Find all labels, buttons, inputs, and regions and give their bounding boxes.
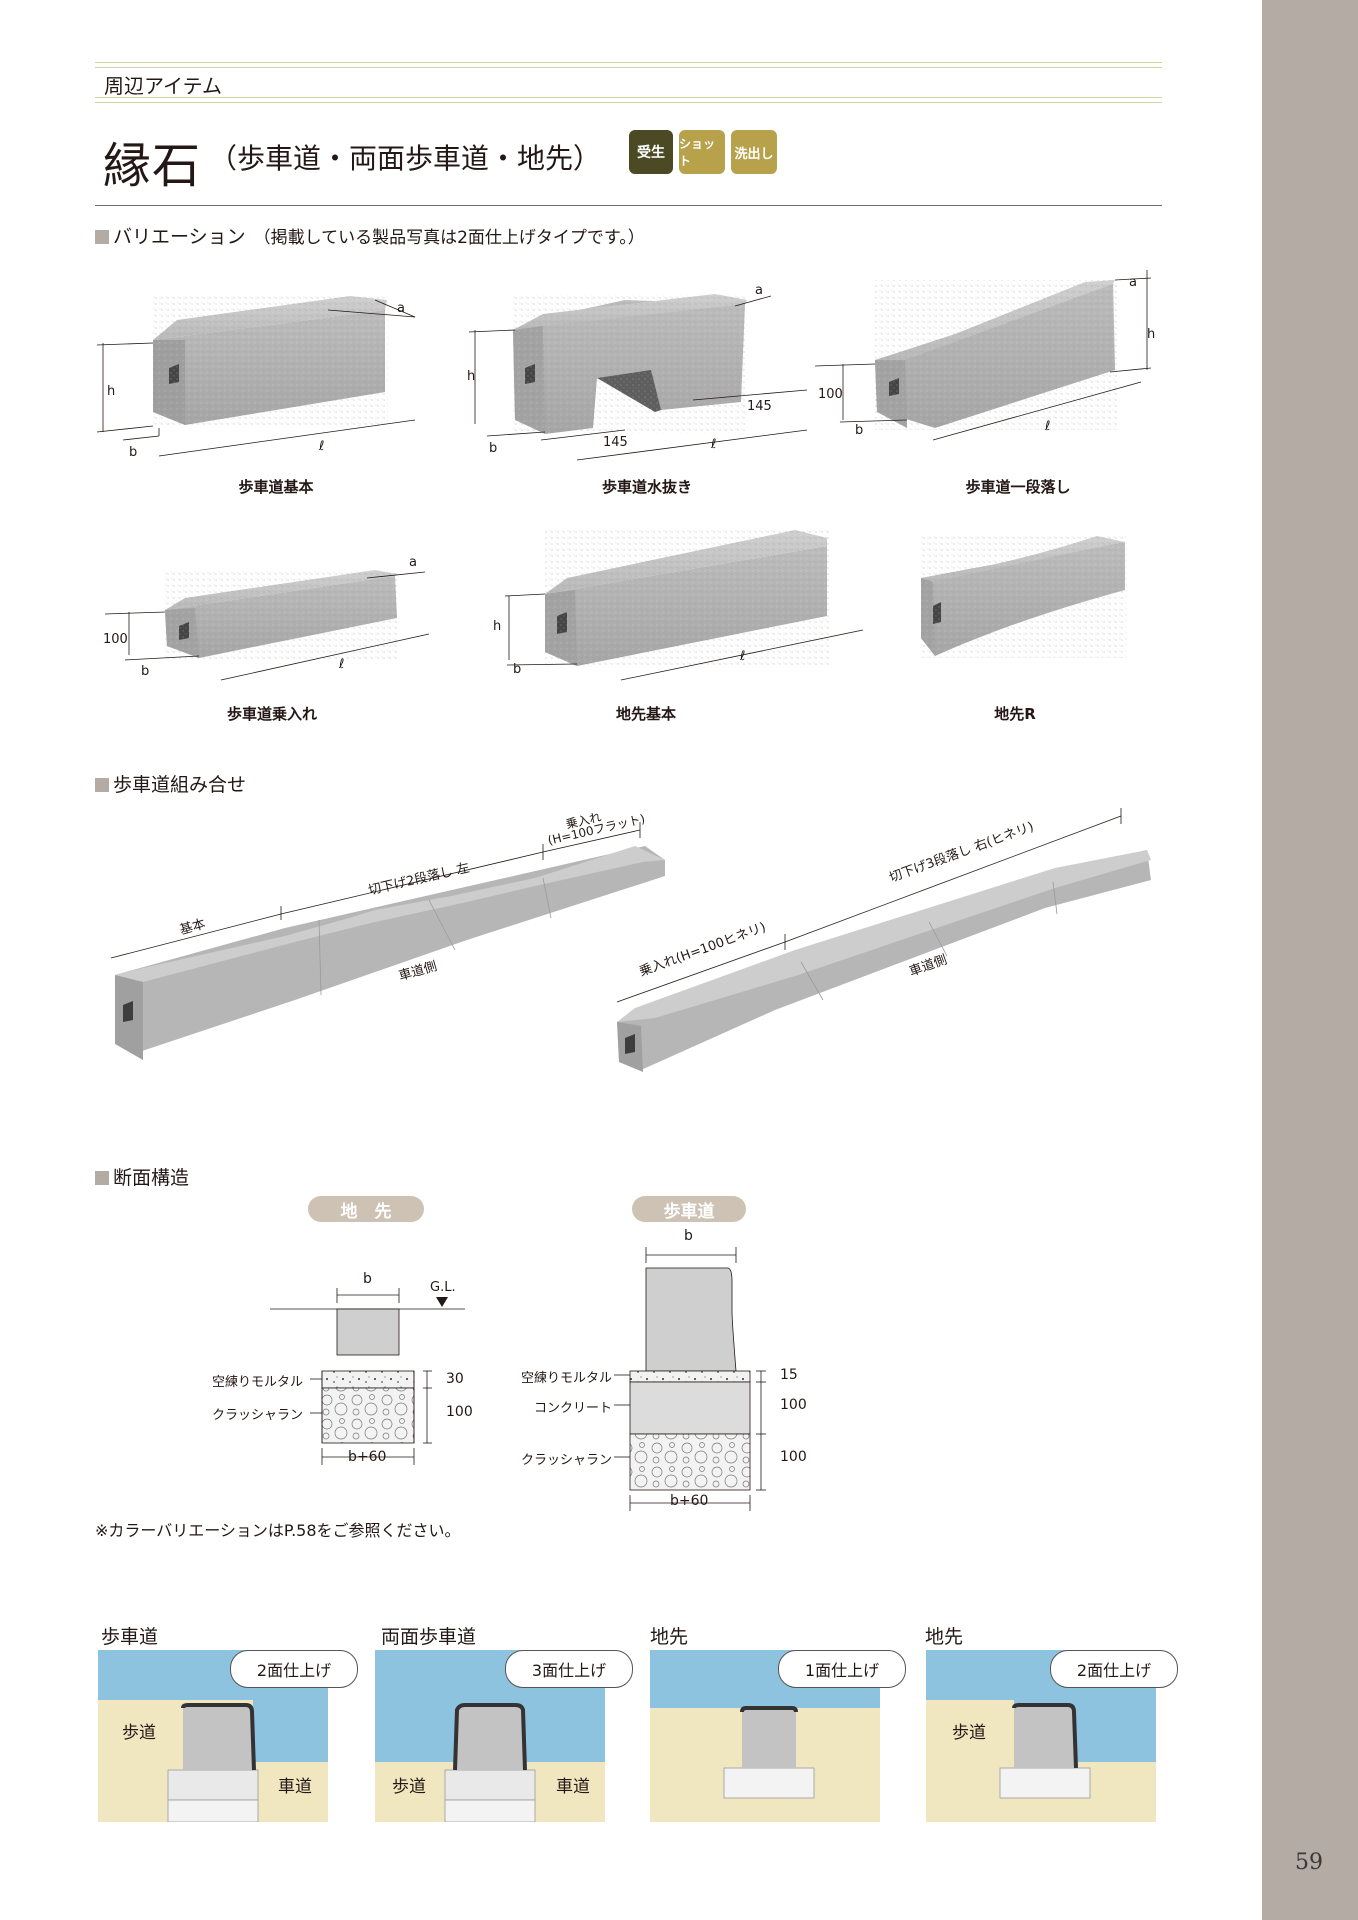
- svg-text:ℓ: ℓ: [710, 437, 716, 452]
- jisaki-gl-label: G.L.: [430, 1280, 456, 1295]
- cross-section-diagrams: [270, 1247, 766, 1511]
- section-marker: [95, 778, 109, 792]
- section-marker: [95, 230, 109, 244]
- bubble-3men: 3面仕上げ: [505, 1650, 633, 1688]
- panel-title-hoshado: 歩車道: [101, 1626, 159, 1648]
- svg-text:145: 145: [747, 399, 772, 414]
- hoshado-mortar-depth: 15: [780, 1367, 798, 1383]
- panel2-label-hodo: 歩道: [392, 1777, 426, 1797]
- caption-hoshado-noriire: 歩車道乗入れ: [226, 705, 317, 723]
- panel-ryomen: [375, 1650, 605, 1822]
- panel4-label-hodo: 歩道: [952, 1723, 986, 1743]
- jisaki-base-width: b+60: [348, 1449, 387, 1465]
- hoshado-crusher-label: クラッシャラン: [520, 1453, 612, 1468]
- hoshado-concrete-depth: 100: [780, 1397, 807, 1413]
- block-hoshado-mizunuki: h b 145 145 ℓ a: [467, 283, 808, 461]
- svg-text:ℓ: ℓ: [318, 439, 324, 454]
- hoshado-b-label: b: [684, 1228, 693, 1244]
- block-jisaki-r: [921, 536, 1127, 658]
- caption-hoshado-ichidan: 歩車道一段落し: [965, 478, 1071, 496]
- variation-heading-text: バリエーション: [113, 226, 246, 248]
- block-hoshado-kihon: h b ℓ a: [96, 296, 416, 460]
- header-rule-top: [95, 62, 1162, 68]
- svg-text:a: a: [409, 555, 417, 570]
- panel1-label-hodo: 歩道: [122, 1723, 156, 1743]
- panel-title-ryomen: 両面歩車道: [381, 1626, 477, 1648]
- panel1-label-shado: 車道: [278, 1777, 312, 1797]
- block-jisaki-kihon: h b ℓ: [493, 530, 864, 681]
- block-hoshado-ichidan: 100 b ℓ a h: [814, 270, 1155, 441]
- block-hoshado-noriire: 100 b ℓ a: [103, 555, 430, 681]
- header-rule-bottom: [95, 97, 1162, 103]
- hoshado-mortar-label: 空練りモルタル: [520, 1371, 612, 1386]
- page-sidebar: [1262, 0, 1358, 1920]
- svg-text:100: 100: [818, 387, 843, 402]
- pill-jisaki: 地 先: [308, 1196, 424, 1222]
- jisaki-crusher-depth: 100: [446, 1404, 473, 1420]
- variation-heading: バリエーション （掲載している製品写真は2面仕上げタイプです。）: [95, 222, 645, 249]
- combination-illustration: [110, 808, 1151, 1072]
- svg-text:ℓ: ℓ: [338, 657, 344, 672]
- section-marker: [95, 1171, 109, 1185]
- svg-text:b: b: [141, 664, 149, 679]
- hoshado-crusher-depth: 100: [780, 1449, 807, 1465]
- panel-title-jisaki-2: 地先: [925, 1626, 964, 1648]
- caption-hoshado-kihon: 歩車道基本: [238, 478, 314, 496]
- variation-note: （掲載している製品写真は2面仕上げタイプです。）: [253, 228, 645, 248]
- svg-text:b: b: [513, 662, 521, 677]
- header-divider: [95, 205, 1162, 206]
- jisaki-b-label: b: [363, 1271, 372, 1287]
- category-label: 周辺アイテム: [104, 74, 222, 98]
- svg-text:145: 145: [603, 435, 628, 450]
- page-number: 59: [1295, 1850, 1323, 1875]
- combination-heading-text: 歩車道組み合せ: [113, 774, 247, 796]
- panel-title-jisaki-1: 地先: [650, 1626, 689, 1648]
- variation-illustrations: h b ℓ a h b 145 145 ℓ a: [96, 270, 1155, 681]
- svg-text:100: 100: [103, 632, 128, 647]
- jisaki-crusher-label: クラッシャラン: [211, 1408, 303, 1423]
- section-structure-heading-text: 断面構造: [113, 1167, 190, 1189]
- bubble-2men-1: 2面仕上げ: [230, 1650, 358, 1688]
- svg-text:a: a: [1129, 275, 1137, 290]
- caption-jisaki-r: 地先R: [994, 705, 1036, 723]
- hoshado-base-width: b+60: [670, 1493, 709, 1509]
- panel2-label-shado: 車道: [556, 1777, 590, 1797]
- section-structure-heading: 断面構造: [95, 1163, 189, 1190]
- bubble-2men-2: 2面仕上げ: [1050, 1650, 1178, 1688]
- svg-text:b: b: [855, 423, 863, 438]
- svg-text:a: a: [755, 283, 763, 298]
- combination-heading: 歩車道組み合せ: [95, 770, 246, 797]
- bubble-1men: 1面仕上げ: [778, 1650, 906, 1688]
- svg-text:ℓ: ℓ: [739, 649, 745, 664]
- svg-text:a: a: [397, 301, 405, 316]
- finish-badge-jusei: 受生: [629, 130, 673, 174]
- svg-text:ℓ: ℓ: [1044, 419, 1050, 434]
- svg-text:h: h: [467, 369, 475, 384]
- finish-badge-araidashi: 洗出し: [731, 130, 777, 174]
- svg-text:h: h: [1147, 327, 1155, 342]
- page-title: 縁石: [103, 138, 202, 194]
- svg-text:h: h: [107, 384, 115, 399]
- svg-text:b: b: [129, 445, 137, 460]
- svg-text:b: b: [489, 441, 497, 456]
- caption-jisaki-kihon: 地先基本: [615, 705, 676, 723]
- hoshado-concrete-label: コンクリート: [533, 1401, 612, 1416]
- pill-hoshado: 歩車道: [632, 1196, 746, 1222]
- caption-hoshado-mizunuki: 歩車道水抜き: [601, 478, 692, 496]
- finish-badge-shot: ショット: [679, 130, 725, 174]
- footnote: ※カラーバリエーションはP.58をご参照ください。: [95, 1521, 461, 1540]
- jisaki-mortar-label: 空練りモルタル: [211, 1375, 303, 1390]
- jisaki-mortar-depth: 30: [446, 1371, 464, 1387]
- page-subtitle: （歩車道・両面歩車道・地先）: [209, 142, 602, 175]
- svg-text:h: h: [493, 619, 501, 634]
